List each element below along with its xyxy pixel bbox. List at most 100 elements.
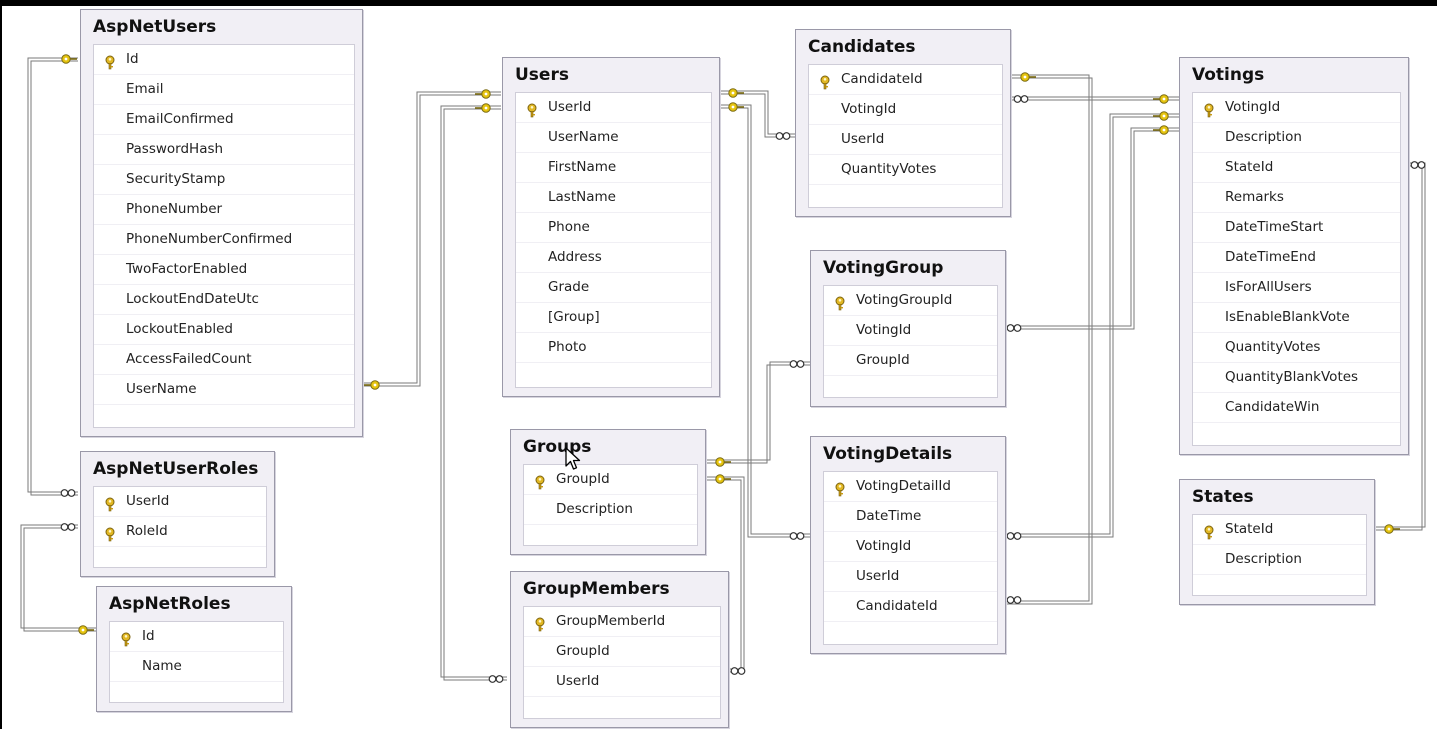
relationship-line: [364, 94, 501, 387]
column-row[interactable]: CandidateWin: [1193, 393, 1400, 423]
column-row[interactable]: SecurityStamp: [94, 165, 354, 195]
column-name: GroupId: [556, 471, 610, 487]
column-row[interactable]: Description: [1193, 545, 1366, 575]
column-row[interactable]: LastName: [516, 183, 711, 213]
column-row[interactable]: Id: [94, 45, 354, 75]
column-row[interactable]: RoleId: [94, 517, 266, 547]
relationship-line: [1005, 116, 1179, 538]
column-row[interactable]: Phone: [516, 213, 711, 243]
column-row[interactable]: GroupId: [824, 346, 997, 376]
column-row[interactable]: UserId: [516, 93, 711, 123]
column-row[interactable]: IsEnableBlankVote: [1193, 303, 1400, 333]
column-row[interactable]: Id: [110, 622, 283, 652]
column-row[interactable]: PhoneNumber: [94, 195, 354, 225]
mouse-cursor-icon: [565, 447, 581, 470]
column-row[interactable]: UserName: [516, 123, 711, 153]
column-name: Id: [126, 51, 139, 67]
column-name: DateTime: [856, 508, 922, 524]
column-row[interactable]: Address: [516, 243, 711, 273]
column-row[interactable]: GroupId: [524, 637, 720, 667]
table-title: Users: [515, 65, 569, 85]
column-name: UserId: [548, 99, 592, 115]
key-link-icon: [363, 379, 381, 391]
column-row[interactable]: PasswordHash: [94, 135, 354, 165]
column-row[interactable]: UserId: [809, 125, 1002, 155]
column-row[interactable]: EmailConfirmed: [94, 105, 354, 135]
key-link-icon: [78, 624, 95, 636]
table-title: Groups: [523, 437, 592, 457]
column-row[interactable]: CandidateId: [809, 65, 1002, 95]
column-row[interactable]: Grade: [516, 273, 711, 303]
column-row[interactable]: VotingGroupId: [824, 286, 997, 316]
key-link-icon: [474, 89, 492, 99]
column-row[interactable]: VotingId: [809, 95, 1002, 125]
column-row[interactable]: Remarks: [1193, 183, 1400, 213]
column-name: FirstName: [548, 159, 617, 175]
column-row[interactable]: UserId: [524, 667, 720, 697]
column-row[interactable]: GroupId: [524, 465, 697, 495]
column-row[interactable]: UserId: [94, 487, 266, 517]
table-title: VotingDetails: [823, 444, 953, 464]
relationship-line: [718, 90, 795, 135]
key-icon: [103, 52, 117, 70]
column-row[interactable]: Photo: [516, 333, 711, 363]
column-row[interactable]: LockoutEndDateUtc: [94, 285, 354, 315]
column-row[interactable]: Email: [94, 75, 354, 105]
column-name: QuantityBlankVotes: [1225, 369, 1359, 385]
column-row[interactable]: UserName: [94, 375, 354, 405]
column-row[interactable]: StateId: [1193, 515, 1366, 545]
column-name: LockoutEnabled: [126, 321, 233, 337]
column-row[interactable]: UserId: [824, 562, 997, 592]
column-row[interactable]: Name: [110, 652, 283, 682]
key-link-icon: [1152, 94, 1169, 104]
column-row[interactable]: QuantityVotes: [809, 155, 1002, 185]
column-row[interactable]: VotingId: [1193, 93, 1400, 123]
column-row[interactable]: AccessFailedCount: [94, 345, 354, 375]
column-row[interactable]: VotingId: [824, 532, 997, 562]
column-row[interactable]: CandidateId: [824, 592, 997, 622]
column-row[interactable]: Description: [524, 495, 697, 525]
relationship-line: [718, 93, 795, 138]
column-row[interactable]: QuantityVotes: [1193, 333, 1400, 363]
relationship-line: [20, 524, 96, 629]
column-row[interactable]: DateTimeEnd: [1193, 243, 1400, 273]
column-row[interactable]: TwoFactorEnabled: [94, 255, 354, 285]
column-name: Phone: [548, 219, 590, 235]
column-name: GroupMemberId: [556, 613, 666, 629]
column-row[interactable]: FirstName: [516, 153, 711, 183]
column-row[interactable]: Description: [1193, 123, 1400, 153]
column-name: EmailConfirmed: [126, 111, 234, 127]
column-row[interactable]: QuantityBlankVotes: [1193, 363, 1400, 393]
key-link-icon: [474, 103, 492, 113]
column-row[interactable]: VotingDetailId: [824, 472, 997, 502]
column-row[interactable]: StateId: [1193, 153, 1400, 183]
column-row[interactable]: IsForAllUsers: [1193, 273, 1400, 303]
relationship-line: [23, 527, 96, 632]
column-row[interactable]: VotingId: [824, 316, 997, 346]
column-row[interactable]: PhoneNumberConfirmed: [94, 225, 354, 255]
table-title: Candidates: [808, 37, 916, 57]
column-row[interactable]: GroupMemberId: [524, 607, 720, 637]
column-row[interactable]: [Group]: [516, 303, 711, 333]
column-row[interactable]: DateTime: [824, 502, 997, 532]
key-icon: [1202, 522, 1216, 540]
column-row[interactable]: DateTimeStart: [1193, 213, 1400, 243]
column-row[interactable]: LockoutEnabled: [94, 315, 354, 345]
column-name: UserId: [856, 568, 900, 584]
